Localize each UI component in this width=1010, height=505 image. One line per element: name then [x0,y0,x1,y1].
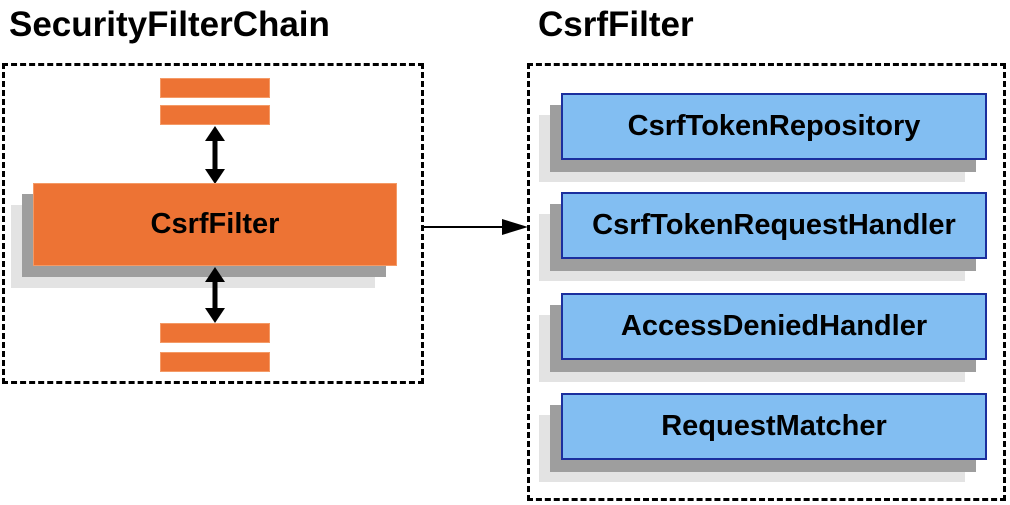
csrf-filter-box-label: CsrfFilter [150,208,280,240]
csrf-token-request-handler-box: CsrfTokenRequestHandler [561,192,987,259]
csrf-token-repository-box: CsrfTokenRepository [561,93,987,160]
filter-bar [160,323,270,343]
filter-bar [160,78,270,98]
filter-bar [160,105,270,125]
security-filter-chain-container [2,63,424,384]
csrf-token-repository-label: CsrfTokenRepository [627,110,921,142]
csrf-token-request-handler-label: CsrfTokenRequestHandler [592,209,956,241]
access-denied-handler-label: AccessDeniedHandler [620,310,928,342]
request-matcher-box: RequestMatcher [561,393,987,460]
request-matcher-label: RequestMatcher [661,410,887,442]
csrf-filter-container [527,63,1006,501]
access-denied-handler-box: AccessDeniedHandler [561,293,987,360]
flow-arrow-icon [424,219,528,235]
bidirectional-arrow-icon [205,126,225,184]
csrf-filter-title: CsrfFilter [538,5,694,44]
security-filter-chain-title: SecurityFilterChain [9,5,330,44]
csrf-filter-box: CsrfFilter [33,183,397,266]
bidirectional-arrow-icon [205,267,225,323]
filter-bar [160,352,270,372]
